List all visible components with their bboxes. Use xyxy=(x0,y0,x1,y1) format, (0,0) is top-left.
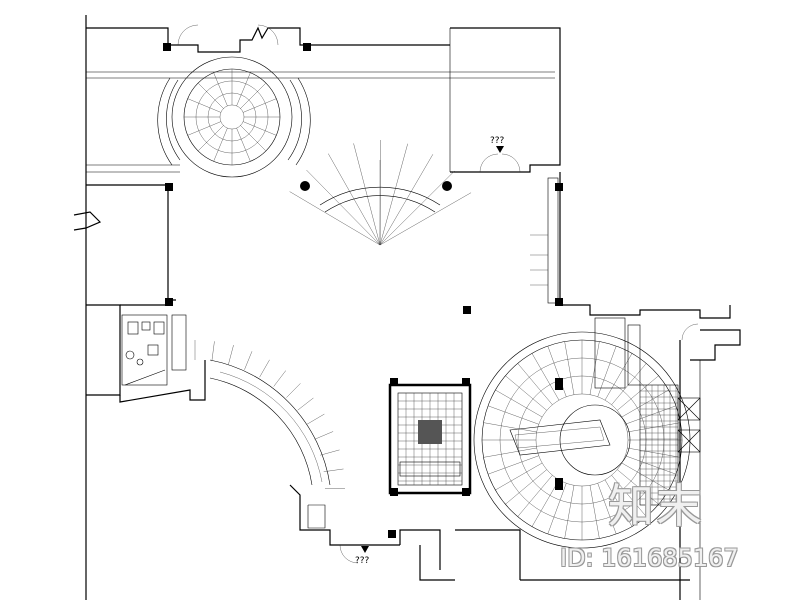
plan-line xyxy=(379,170,455,246)
entry-markers xyxy=(361,146,504,553)
plan-line xyxy=(197,125,224,152)
plan-line xyxy=(187,121,221,136)
plan-line xyxy=(495,462,543,491)
plan-line xyxy=(617,469,659,505)
plan-line xyxy=(531,353,560,401)
plan-line xyxy=(627,447,681,458)
plan-line xyxy=(213,72,228,106)
plan-line xyxy=(236,128,251,162)
plan-line xyxy=(243,121,277,136)
plan-line xyxy=(328,153,381,246)
plan-line xyxy=(379,154,434,246)
plan-line xyxy=(505,469,547,505)
lower-right-rotunda xyxy=(473,331,701,549)
plan-line xyxy=(306,169,381,246)
watermark-logo: 知末 xyxy=(608,479,704,533)
plan-line xyxy=(589,341,600,395)
plan-line xyxy=(589,485,600,539)
plan-line xyxy=(547,483,567,535)
left-furnished-room xyxy=(121,314,187,386)
plan-line xyxy=(320,449,340,456)
plan-line xyxy=(353,143,381,246)
plan-line xyxy=(611,363,647,405)
plan-line xyxy=(259,359,270,378)
plan-line xyxy=(213,128,228,162)
plan-line xyxy=(197,82,224,109)
plan-line xyxy=(243,98,277,113)
plan-line xyxy=(621,389,669,418)
plan-line xyxy=(495,389,543,418)
plan-line xyxy=(211,341,215,362)
plan-line xyxy=(547,345,567,397)
plan-line xyxy=(597,483,617,535)
watermark-id: ID: 161685167 xyxy=(560,544,739,572)
right-wall-fixtures xyxy=(530,177,641,389)
plan-line xyxy=(627,422,681,433)
fan-stage xyxy=(289,140,472,246)
door-swings xyxy=(177,24,699,564)
upper-rotunda xyxy=(157,56,311,178)
central-booth xyxy=(388,383,472,495)
top-entry-label: ??? xyxy=(490,136,505,146)
plan-line xyxy=(487,405,539,425)
plan-line xyxy=(286,383,301,398)
bottom-entry-label: ??? xyxy=(355,556,370,566)
plan-line xyxy=(289,191,381,246)
plan-line xyxy=(244,351,253,370)
plan-line xyxy=(617,375,659,411)
plan-line xyxy=(564,485,575,539)
plan-line xyxy=(273,370,286,387)
plan-line xyxy=(228,344,234,365)
plan-line xyxy=(611,475,647,517)
plan-line xyxy=(379,143,408,246)
plan-line xyxy=(240,82,267,109)
plan-line xyxy=(487,455,539,475)
plan-line xyxy=(379,192,472,246)
plan-line xyxy=(240,125,267,152)
plan-line xyxy=(483,447,537,458)
plan-line xyxy=(307,413,325,425)
plan-line xyxy=(517,475,553,517)
plan-line xyxy=(625,455,677,475)
plan-line xyxy=(604,479,633,527)
columns xyxy=(163,43,563,538)
plan-line xyxy=(187,98,221,113)
plan-line xyxy=(517,363,553,405)
plan-line xyxy=(621,462,669,491)
plan-line xyxy=(297,397,314,411)
curved-counter xyxy=(194,340,345,489)
plan-line xyxy=(323,468,344,472)
plan-line xyxy=(604,353,633,401)
plan-line xyxy=(597,345,617,397)
plan-line xyxy=(564,341,575,395)
outer-walls xyxy=(73,15,741,600)
plan-line xyxy=(531,479,560,527)
plan-line xyxy=(236,72,251,106)
plan-line xyxy=(505,375,547,411)
plan-line xyxy=(483,422,537,433)
plan-line xyxy=(314,431,334,440)
